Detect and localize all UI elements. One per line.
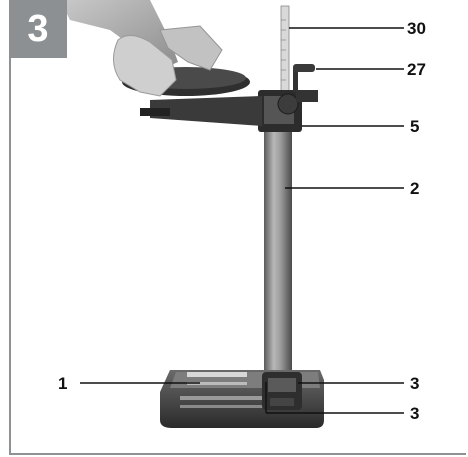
callout-3-upper: 3 bbox=[410, 374, 420, 393]
step-number-badge: 3 bbox=[9, 0, 67, 58]
callout-27: 27 bbox=[407, 60, 426, 79]
callout-30: 30 bbox=[407, 19, 426, 38]
callout-1: 1 bbox=[58, 374, 68, 393]
base-plate bbox=[160, 370, 324, 428]
callout-lines bbox=[80, 27, 404, 414]
carriage bbox=[258, 64, 318, 132]
column bbox=[264, 118, 292, 380]
figure-border bbox=[9, 0, 466, 455]
callout-3-lower: 3 bbox=[410, 404, 420, 423]
callout-2: 2 bbox=[410, 179, 420, 198]
gloved-hands bbox=[60, 0, 223, 97]
callout-5: 5 bbox=[410, 117, 420, 136]
